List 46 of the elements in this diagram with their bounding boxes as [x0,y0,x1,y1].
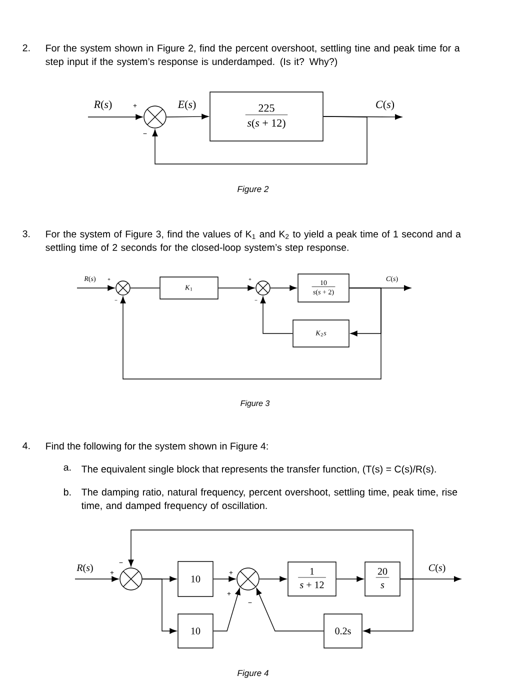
question-text: The equivalent single block that represents the transfer function, (T(s) = C(s)/R(s). [82,465,436,474]
item-number: a. [64,465,71,471]
arrow [270,285,297,291]
edge-label: R(s) [94,100,112,110]
question-text: The damping ratio, natural frequency, percent overshoot, settling time, peak time, rise time, and damped frequency of oscillation. [82,488,458,511]
figure-caption: Figure 4 [238,670,268,678]
transfer-block: 1 s + 12 [288,562,336,596]
arrow [76,285,115,291]
transfer-block: 10 [178,561,214,597]
question-text: Find the following for the system shown in Figure 4: [46,442,268,452]
arrow [218,285,255,291]
question-text: For the system shown in Figure 2, find the percent overshoot, settling tine and peak time for a step input if the system’s response is underdamped. (Is it? Why?) [46,44,460,67]
arrow [213,576,236,582]
arrow [142,578,177,634]
transfer-block: 10 [178,614,214,648]
item-number: 2. [22,44,30,52]
figure-caption: Figure 3 [240,400,270,408]
transfer-block: 20 s [364,562,400,596]
item-number: b. [64,488,71,496]
edge-label: R(s) [76,564,93,574]
arrow [128,530,414,580]
arrow [88,114,143,120]
arrow [74,576,119,582]
summing-junction [256,280,270,296]
arrow [152,116,368,164]
arrow [166,114,209,120]
arrow [120,288,382,380]
summing-junction [236,568,260,590]
transfer-block: 0.2s [324,614,362,648]
edge-label: C(s) [428,564,446,574]
figure-caption: Figure 2 [238,186,269,194]
item-number: 3. [22,230,30,238]
edge-label: C(s) [376,100,394,110]
arrow [363,578,414,634]
summing-junction [120,568,142,590]
arrow [336,576,364,582]
arrow [213,588,240,632]
arrow [259,576,287,582]
question-text: For the system of Figure 3, find the values of K$_{1}$ and K$_{2}$ to yield a peak time of 1 second and a settling time of 2 seconds for the closed-loop system’s step response. [46,230,461,253]
edge-label: E(s) [178,100,196,110]
summing-junction [116,280,130,296]
item-number: 4. [22,442,30,450]
arrow [256,588,324,632]
arrow [260,296,293,334]
transfer-block: 225 s(s + 12) [210,92,324,142]
summing-junction [144,106,166,128]
